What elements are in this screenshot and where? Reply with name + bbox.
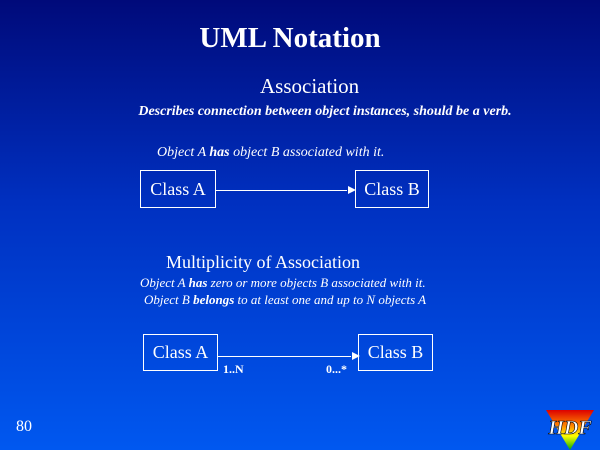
multiplicity-heading: Multiplicity of Association bbox=[166, 252, 360, 272]
association-caption: Object A has object B associated with it… bbox=[157, 145, 384, 161]
caption-text: object B associated with it. bbox=[229, 145, 385, 160]
line-text: zero or more objects B associated with i… bbox=[207, 275, 426, 290]
hdf-logo: HDF bbox=[542, 408, 598, 450]
multiplicity-a: 1..N bbox=[223, 362, 244, 376]
caption-bold: has bbox=[209, 145, 230, 160]
line-bold: has bbox=[188, 275, 208, 290]
multiplicity-line-2: Object B belongs to at least one and up … bbox=[144, 292, 426, 308]
association-line bbox=[215, 190, 347, 191]
class-b-box-2: Class B bbox=[358, 334, 433, 371]
multiplicity-b: 0...* bbox=[326, 362, 347, 376]
caption-text: Object A bbox=[157, 145, 210, 160]
multiplicity-line-1: Object A has zero or more objects B asso… bbox=[140, 275, 426, 291]
class-b-box: Class B bbox=[355, 170, 429, 208]
page-number: 80 bbox=[16, 418, 32, 435]
slide-subtitle: Association bbox=[260, 74, 360, 98]
class-a-box: Class A bbox=[140, 170, 216, 208]
association-line-2 bbox=[217, 356, 351, 357]
line-text: Object A bbox=[140, 275, 189, 290]
arrowhead-icon bbox=[352, 352, 360, 360]
line-text: Object B bbox=[144, 292, 194, 307]
description: Describes connection between object inst… bbox=[138, 104, 512, 119]
slide-title: UML Notation bbox=[199, 22, 381, 54]
arrowhead-icon bbox=[348, 186, 356, 194]
class-a-box-2: Class A bbox=[143, 334, 218, 371]
hdf-logo-icon: HDF bbox=[546, 410, 594, 450]
line-text: to at least one and up to N objects A bbox=[234, 292, 427, 307]
line-bold: belongs bbox=[193, 292, 235, 307]
svg-text:HDF: HDF bbox=[547, 417, 592, 439]
